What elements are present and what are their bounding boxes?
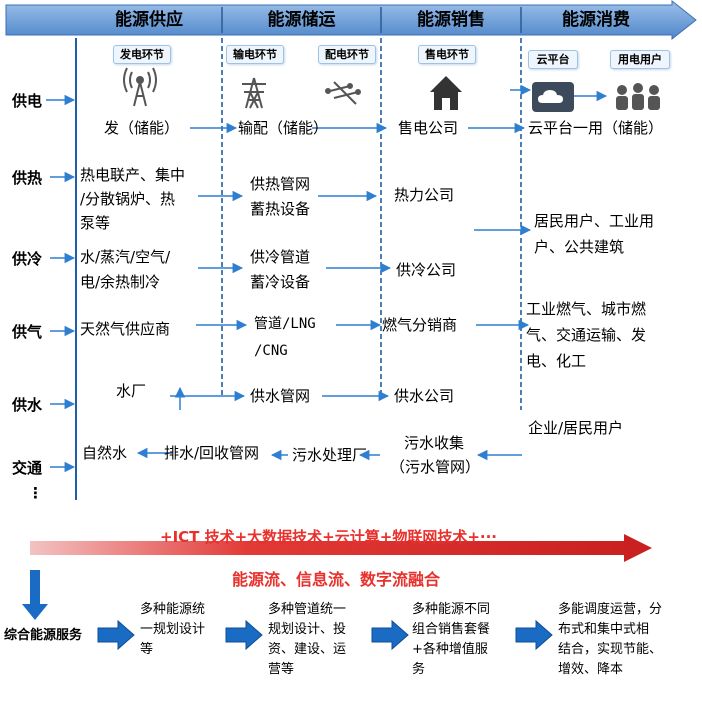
header-energy-consumption: 能源消费 xyxy=(562,10,630,30)
tag-transmission: 输电环节 xyxy=(226,45,284,64)
row-label-cold: 供冷 xyxy=(12,250,43,268)
row-label-transport: 交通 xyxy=(12,459,43,477)
header-energy-storage: 能源储运 xyxy=(267,10,336,30)
cold-supply-line-1: 水/蒸汽/空气/ xyxy=(80,248,171,266)
power-pylon-icon xyxy=(242,77,266,109)
row-label-power: 供电 xyxy=(12,92,43,110)
gas-storage-line-2: /CNG xyxy=(254,343,288,359)
heat-storage-line-1: 供热管网 xyxy=(250,175,311,193)
power-consumption: 云平台一用（储能） xyxy=(528,119,664,137)
process-step-2: 多种管道统一 规划设计、投 资、建设、运 营等 xyxy=(268,600,346,680)
heat-cold-consumption-line-2: 户、公共建筑 xyxy=(534,238,625,256)
heat-supply-line-1: 热电联产、集中 xyxy=(80,166,186,184)
process-step-1-line: 多种能源统 xyxy=(140,602,206,617)
heat-sales: 热力公司 xyxy=(394,186,455,204)
row-label-heat: 供热 xyxy=(12,169,43,187)
process-step-4-line: 增效、降本 xyxy=(558,662,624,677)
drainage-network: 排水/回收管网 xyxy=(164,444,260,462)
gas-supply: 天然气供应商 xyxy=(80,320,171,338)
gas-storage-line-1: 管道/LNG xyxy=(254,316,316,332)
heat-cold-consumption-line-1: 居民用户、工业用 xyxy=(534,212,655,230)
tag-sales: 售电环节 xyxy=(418,45,476,64)
process-step-2-line: 营等 xyxy=(268,662,295,677)
cold-sales: 供冷公司 xyxy=(396,261,457,279)
process-step-2-line: 多种管道统一 xyxy=(268,602,347,617)
row-label-gas: 供气 xyxy=(12,323,43,341)
process-step-3: 多种能源不同 组合销售套餐 +各种增值服 务 xyxy=(412,600,490,680)
cold-storage-line-2: 蓄冷设备 xyxy=(250,273,311,291)
row-label-more: ⋮ xyxy=(28,484,43,502)
process-step-3-line: 组合销售套餐 xyxy=(412,622,491,637)
tech-arrow xyxy=(30,534,652,562)
heat-supply-line-2: /分散锅炉、热 xyxy=(80,190,176,208)
power-storage: 输配（储能） xyxy=(238,119,329,137)
house-icon xyxy=(430,76,462,110)
process-step-3-line: 多种能源不同 xyxy=(412,602,491,617)
water-sales: 供水公司 xyxy=(394,387,455,405)
process-step-1-line: 等 xyxy=(140,642,154,657)
process-step-1: 多种能源统 一规划设计 等 xyxy=(140,600,205,660)
process-step-4: 多能调度运营，分 布式和集中式相 结合，实现节能、 增效、降本 xyxy=(558,600,662,680)
row-label-water: 供水 xyxy=(12,396,43,414)
cloud-icon xyxy=(532,82,574,112)
water-consumption: 企业/居民用户 xyxy=(528,419,624,437)
gas-consumption-line-1: 工业燃气、城市燃 xyxy=(526,300,647,318)
tag-end-user: 用电用户 xyxy=(610,50,670,69)
distribution-pole-icon xyxy=(325,81,361,105)
process-step-3-line: +各种增值服 xyxy=(412,642,488,657)
heat-supply-line-3: 泵等 xyxy=(80,214,111,232)
heat-storage-line-2: 蓄热设备 xyxy=(250,200,311,218)
gas-consumption-line-3: 电、化工 xyxy=(526,352,587,370)
process-step-3-line: 务 xyxy=(412,662,426,677)
fusion-text: 能源流、信息流、数字流融合 xyxy=(232,570,441,589)
water-storage: 供水管网 xyxy=(250,387,311,405)
cold-storage-line-1: 供冷管道 xyxy=(250,248,311,266)
water-supply: 水厂 xyxy=(116,382,147,400)
cold-supply-line-2: 电/余热制冷 xyxy=(80,273,161,291)
signal-tower-icon xyxy=(123,67,157,107)
power-supply: 发（储能） xyxy=(104,119,180,137)
process-step-2-line: 规划设计、投 xyxy=(268,622,347,637)
power-sales: 售电公司 xyxy=(398,119,459,137)
process-step-4-line: 多能调度运营，分 xyxy=(558,602,663,617)
users-icon xyxy=(616,83,660,110)
natural-water: 自然水 xyxy=(82,444,128,462)
down-arrow xyxy=(22,570,48,620)
gas-sales: 燃气分销商 xyxy=(382,316,458,334)
sewage-collection-line-2: （污水管网） xyxy=(390,458,481,476)
process-step-4-line: 结合，实现节能、 xyxy=(558,642,663,657)
header-energy-supply: 能源供应 xyxy=(115,10,183,30)
tag-distribution: 配电环节 xyxy=(318,45,376,64)
tech-banner: +ICT 技术+大数据技术+云计算+物联网技术+··· xyxy=(160,528,497,546)
tag-generation: 发电环节 xyxy=(113,45,171,64)
sewage-collection-line-1: 污水收集 xyxy=(404,434,465,452)
tag-cloud: 云平台 xyxy=(528,50,578,69)
gas-consumption-line-2: 气、交通运输、发 xyxy=(526,326,647,344)
header-arrow xyxy=(5,0,697,41)
process-step-2-line: 资、建设、运 xyxy=(268,642,347,657)
process-step-1-line: 一规划设计 xyxy=(140,622,206,637)
process-start: 综合能源服务 xyxy=(4,628,83,643)
header-energy-sales: 能源销售 xyxy=(417,10,485,30)
sewage-treatment-plant: 污水处理厂 xyxy=(292,446,368,464)
process-step-4-line: 布式和集中式相 xyxy=(558,622,650,637)
